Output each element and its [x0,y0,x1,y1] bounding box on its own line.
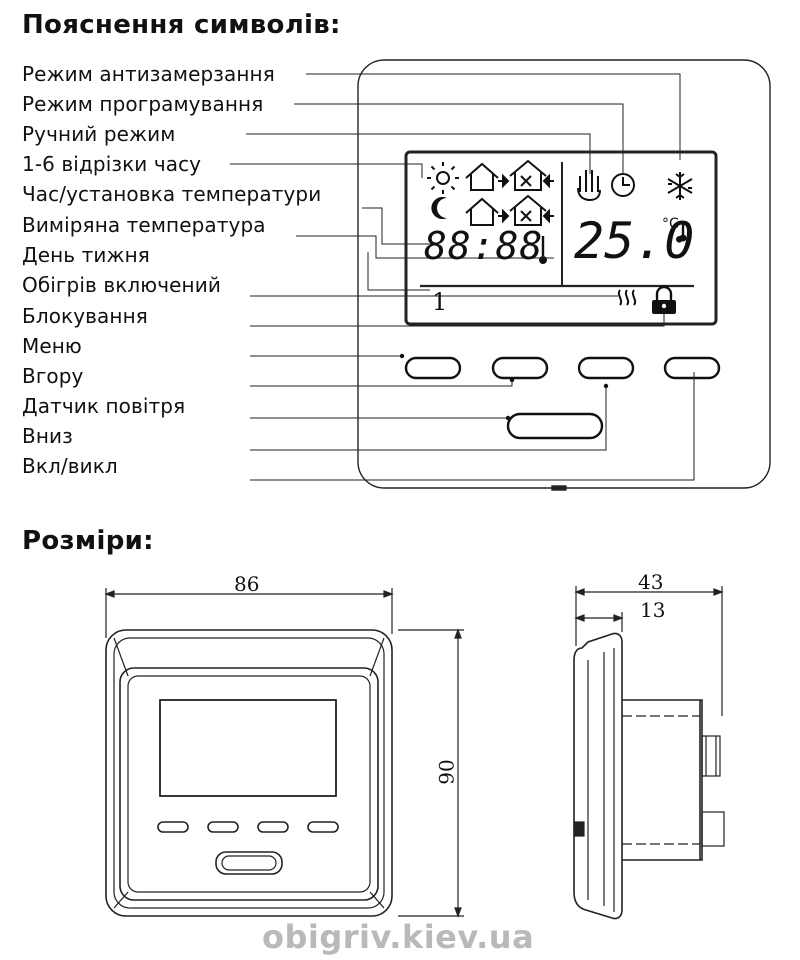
up-button[interactable] [491,356,549,380]
legend-label-power: Вкл/викл [22,454,118,478]
power-button[interactable] [663,356,721,380]
display-weekday: 1 [432,288,448,316]
watermark: obigriv.kiev.ua [262,918,535,956]
legend-label-lock: Блокування [22,304,148,328]
legend-label-antifreeze: Режим антизамерзання [22,62,275,86]
leader-down [250,386,607,451]
dimension-depth-inner: 13 [640,598,666,622]
legend-label-time-periods: 1-6 відрізки часу [22,152,202,176]
legend-heading: Пояснення символів: [22,10,341,40]
leader-measured-temp [296,235,554,259]
dimension-depth: 43 [638,570,664,594]
leader-programming [294,103,624,174]
air-sensor-slot [506,412,604,440]
legend-label-up: Вгору [22,364,84,388]
legend-label-measured-temp: Виміряна температура [22,213,266,237]
leader-time-periods [230,163,423,178]
legend-label-down: Вниз [22,424,73,448]
moon-icon [431,196,447,219]
dimensions-heading: Розміри: [22,526,154,556]
sun-icon [427,162,459,194]
display-unit: °C [662,216,679,232]
leader-antifreeze [306,73,681,160]
menu-button[interactable] [404,356,462,380]
leader-time-setpoint [362,207,432,245]
legend-label-weekday: День тижня [22,243,150,267]
display-temperature: 25.0 [574,212,695,270]
legend-label-air-sensor: Датчик повітря [22,394,186,418]
clock-icon [611,173,635,197]
dimension-width: 86 [234,572,260,596]
leader-lock [250,314,665,327]
thermometer-small-icon [679,224,687,242]
legend-label-menu: Меню [22,334,82,358]
home-leave-icon [509,194,554,226]
side-view-outline [573,632,623,920]
legend-label-programming: Режим програмування [22,92,264,116]
legend-label-manual: Ручний режим [22,122,176,146]
lock-icon [652,285,676,314]
leader-manual [246,133,591,174]
display-clock: 88:88 [424,224,544,268]
leader-power [250,372,695,481]
leader-up [250,380,513,387]
dimension-height: 90 [434,759,459,785]
display-frame [404,150,718,326]
home-arrive-icon [465,162,510,191]
home-return-icon [465,197,510,226]
down-button[interactable] [577,356,635,380]
leader-weekday [367,252,430,291]
legend-label-heating-on: Обігрів включений [22,273,221,297]
heating-icon [617,289,637,306]
hand-icon [577,170,601,202]
front-view-screen [159,699,337,797]
legend-label-time-setpoint: Час/установка температури [22,182,322,206]
front-view-outline [105,629,393,917]
work-leave-icon [509,159,554,191]
snowflake-icon [667,172,693,200]
